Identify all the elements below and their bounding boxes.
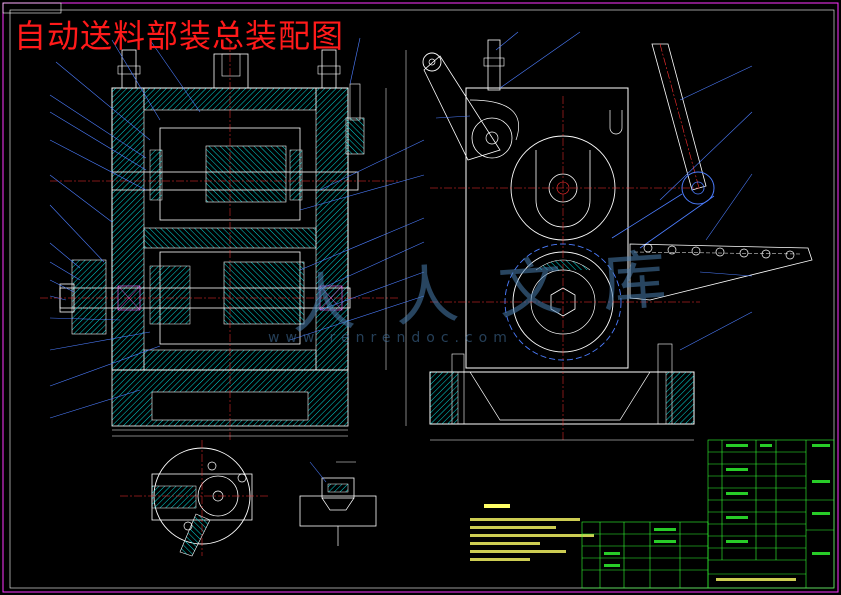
title-block-text xyxy=(604,444,830,581)
detail-view-b xyxy=(299,461,377,546)
side-view xyxy=(422,39,813,441)
inner-frame xyxy=(9,9,835,589)
part-leaders-right xyxy=(435,31,753,351)
part-leaders-left xyxy=(49,39,201,419)
part-leaders-middle xyxy=(289,37,425,341)
parts-list-table xyxy=(581,439,835,589)
corner-tab xyxy=(2,2,62,14)
detail-view-a xyxy=(120,440,268,557)
drawing-title: 自动送料部装总装配图 xyxy=(14,17,345,55)
watermark-url: www.renrendoc.com xyxy=(268,330,513,346)
front-section-view xyxy=(40,40,407,440)
technical-notes xyxy=(470,504,594,561)
guide-bolts xyxy=(643,243,795,260)
